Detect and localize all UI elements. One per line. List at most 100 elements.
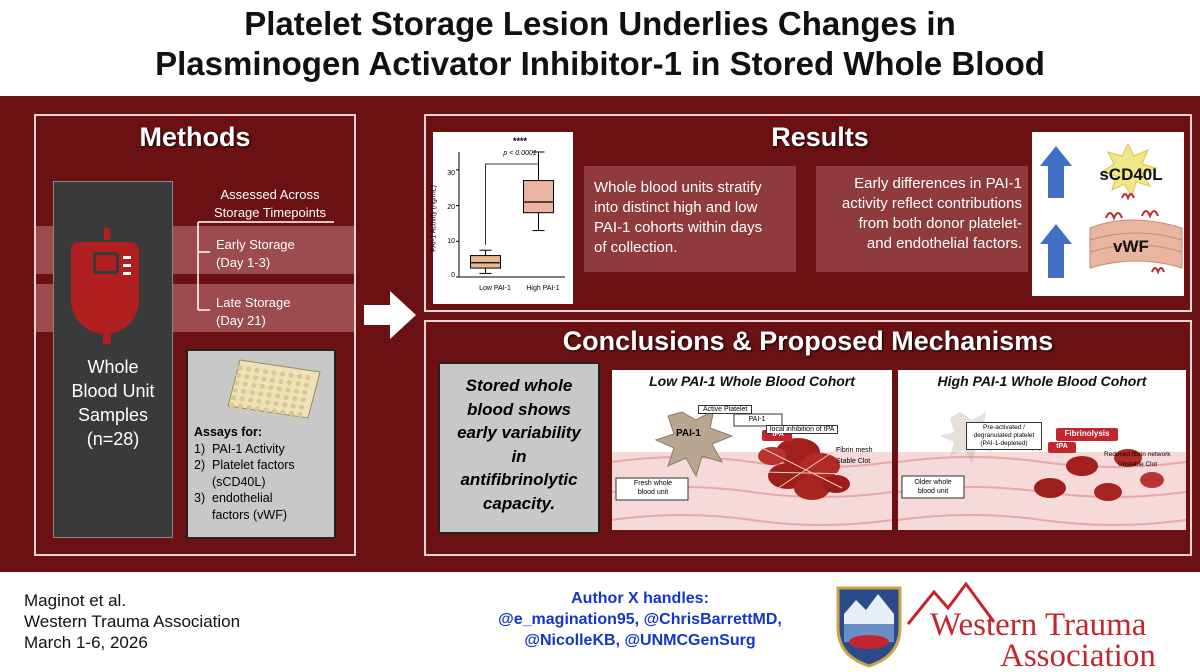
timepoints-header-line-2: Storage Timepoints (213, 205, 326, 220)
plate-well (271, 370, 277, 376)
high-preactivated-label: Pre-activated / degranulated platelet (P… (966, 422, 1042, 450)
assay-row: 1) PAI-1 Activity (194, 441, 334, 458)
plate-well (248, 397, 254, 403)
wta-wordmark: Western Trauma Association (930, 607, 1192, 672)
assay-row: (sCD40L) (194, 474, 334, 491)
plate-well (235, 372, 241, 378)
high-cohort-title: High PAI-1 Whole Blood Cohort (937, 373, 1147, 389)
low-local-inhibition-label: local inhibition of tPA (766, 425, 839, 434)
plate-well (249, 390, 255, 396)
results-heading: Results (771, 122, 869, 152)
ytick-label: 0 (451, 272, 455, 279)
plate-well (295, 381, 301, 387)
methods-heading: Methods (139, 122, 251, 152)
plate-well (303, 382, 309, 388)
plate-well (231, 395, 237, 401)
title-line-2: Plasminogen Activator Inhibitor-1 in Sto… (155, 45, 1045, 82)
timepoints-header: Assessed Across Storage Timepoints (190, 186, 350, 222)
flow-arrow-icon (364, 291, 416, 339)
finding-1-line: of collection. (594, 239, 678, 256)
assay-number: 1) (194, 441, 206, 456)
plate-well (252, 375, 258, 381)
finding-1-line: Whole blood units stratify (594, 179, 762, 196)
assay-row: factors (vWF) (194, 507, 334, 524)
bag-label-line-4: (n=28) (86, 429, 140, 449)
plate-well (288, 372, 294, 378)
preactivated-line: degranulated platelet (973, 432, 1035, 439)
high-fibrinolysis-label: Fibrinolysis (1064, 429, 1110, 438)
assays-header: Assays for: (194, 425, 263, 439)
finding-1-line: PAI-1 cohorts within days (594, 219, 763, 236)
plate-well (254, 406, 261, 412)
high-older-unit-label: Older whole blood unit (902, 478, 964, 496)
plate-well (297, 412, 303, 418)
marker-vWF: vWF (1113, 237, 1149, 256)
high-tpa-label: tPA (1056, 443, 1068, 450)
assay-row: 2)Platelet factors (194, 457, 334, 474)
assay-number (194, 474, 212, 491)
plate-well (271, 408, 278, 414)
plate-well (266, 392, 272, 398)
poster-title: Platelet Storage Lesion Underlies Change… (0, 4, 1200, 84)
plate-well (285, 387, 291, 393)
plate-well (229, 402, 235, 408)
older-line: blood unit (917, 488, 949, 495)
plate-well (282, 402, 288, 408)
preactivated-line: Pre-activated / (983, 424, 1025, 431)
plate-well (259, 383, 265, 389)
takeaway-line: in (511, 446, 527, 466)
results-panel (424, 114, 1192, 312)
plate-well (299, 404, 305, 410)
plate-well (302, 389, 308, 395)
takeaway-line: early variability (457, 423, 581, 442)
assay-text: endothelial (212, 491, 273, 505)
plate-well (276, 386, 282, 392)
ytick-label: 10 (447, 238, 455, 245)
wta-mountain-icon (906, 582, 996, 625)
plate-well (296, 373, 303, 379)
plate-well (283, 394, 289, 400)
assays-list: Assays for: 1) PAI-1 Activity 2)Platelet … (194, 424, 334, 523)
plate-well (254, 367, 260, 373)
scattered-red-cells (1034, 449, 1164, 501)
plate-well (245, 366, 252, 372)
low-stable-clot-label: Stable Clot (836, 458, 871, 465)
late-storage-label: Late Storage (Day 21) (216, 294, 290, 330)
methods-panel (34, 114, 356, 556)
timepoints-header-line-1: Assessed Across (220, 187, 320, 202)
citation: Maginot et al. Western Trauma Associatio… (24, 590, 240, 653)
high-unstable-clot-label: Unstable Clot (1118, 461, 1158, 468)
takeaway-line: antifibrinolytic (460, 470, 578, 489)
assay-text: factors (vWF) (212, 507, 287, 522)
assay-text: PAI-1 Activity (212, 441, 285, 456)
plate-well (256, 398, 262, 404)
handles-line-2: @NicolleKB, @UNMCGenSurg (524, 632, 756, 649)
pai1-boxplot (456, 151, 565, 278)
wordmark-line-2: Association (1000, 638, 1156, 672)
wta-seal-logo (836, 586, 902, 668)
late-storage-line-2: (Day 21) (216, 313, 266, 328)
finding-2-line: Early differences in PAI-1 (854, 175, 1022, 192)
plate-well (292, 396, 298, 402)
plate-well (246, 404, 252, 410)
conclusions-heading: Conclusions & Proposed Mechanisms (562, 326, 1054, 356)
pvalue-label: p < 0.0001 (503, 150, 537, 157)
bag-label-line-1: Whole (87, 357, 139, 377)
fresh-line: Fresh whole (633, 480, 673, 487)
high-reduced-network-label: Reduced fibrin network (1104, 451, 1171, 458)
plate-well (262, 369, 269, 375)
finding-2-line: activity reflect contributions (841, 195, 1022, 212)
citation-authors: Maginot et al. (24, 591, 127, 610)
low-cohort-illustration (612, 409, 892, 530)
preactivated-line: (PAI-1-depleted) (980, 440, 1028, 447)
plate-well (237, 365, 243, 371)
bag-label-line-2: Blood Unit (71, 381, 155, 401)
assay-number (194, 507, 212, 524)
early-storage-label: Early Storage (Day 1-3) (216, 236, 295, 272)
low-pai1-label: PAI-1 (748, 416, 766, 423)
wordmark-line-1: Western Trauma (930, 607, 1147, 643)
finding-1-line: into distinct high and low (594, 199, 758, 216)
plate-well (286, 380, 292, 386)
boxplot-ylabel: PAI-1 Activity (ng/mL) (430, 185, 438, 252)
ytick-label: 30 (447, 170, 455, 177)
